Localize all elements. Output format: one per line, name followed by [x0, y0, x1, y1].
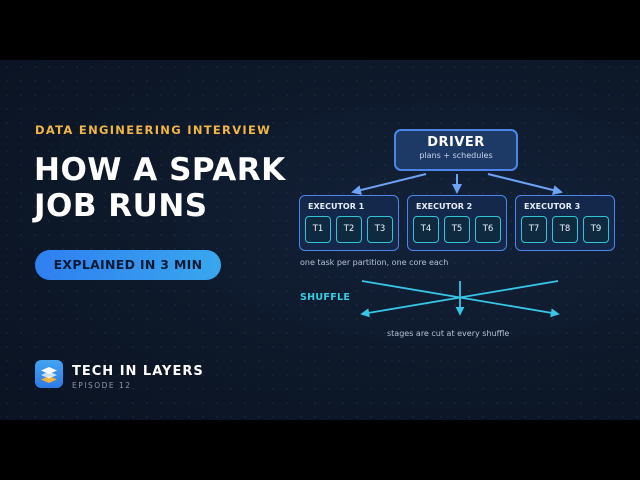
- task-box: T2: [336, 216, 362, 243]
- stacked-layers-icon: [35, 360, 63, 388]
- shuffle-caption: stages are cut at every shuffle: [387, 329, 510, 338]
- task-box: T4: [413, 216, 439, 243]
- executor-title: EXECUTOR 1: [308, 202, 365, 211]
- diagram-connectors: [351, 173, 563, 318]
- driver-to-executor-3-arrow: [487, 173, 563, 195]
- task-box: T9: [583, 216, 609, 243]
- driver-to-executor-1-arrow: [351, 173, 427, 195]
- title-line-2: JOB RUNS: [34, 188, 208, 224]
- task-box: T7: [521, 216, 547, 243]
- task-box: T3: [367, 216, 393, 243]
- executor-node-2: EXECUTOR 2 T4 T5 T6: [407, 195, 507, 251]
- title-line-1: HOW A SPARK: [34, 152, 286, 188]
- letterbox-top: [0, 0, 640, 60]
- brand-name: TECH IN LAYERS: [72, 364, 204, 379]
- driver-title: DRIVER: [427, 135, 485, 150]
- executor-node-3: EXECUTOR 3 T7 T8 T9: [515, 195, 615, 251]
- driver-node: DRIVER plans + schedules: [394, 129, 518, 171]
- executor-caption: one task per partition, one core each: [300, 258, 449, 267]
- episode-label: EPISODE 12: [72, 381, 132, 390]
- shuffle-cross-arrows: [360, 280, 560, 318]
- executor-title: EXECUTOR 3: [524, 202, 581, 211]
- executor-title: EXECUTOR 2: [416, 202, 473, 211]
- task-box: T1: [305, 216, 331, 243]
- driver-subtitle: plans + schedules: [419, 151, 493, 160]
- letterbox-bottom: [0, 420, 640, 480]
- task-box: T6: [475, 216, 501, 243]
- page-title: HOW A SPARK JOB RUNS: [34, 152, 286, 224]
- shuffle-label: SHUFFLE: [300, 292, 351, 303]
- task-box: T8: [552, 216, 578, 243]
- executor-node-1: EXECUTOR 1 T1 T2 T3: [299, 195, 399, 251]
- eyebrow-text: DATA ENGINEERING INTERVIEW: [35, 123, 272, 137]
- duration-badge: EXPLAINED IN 3 MIN: [35, 250, 221, 280]
- video-thumbnail: DATA ENGINEERING INTERVIEW HOW A SPARK J…: [0, 60, 640, 420]
- task-box: T5: [444, 216, 470, 243]
